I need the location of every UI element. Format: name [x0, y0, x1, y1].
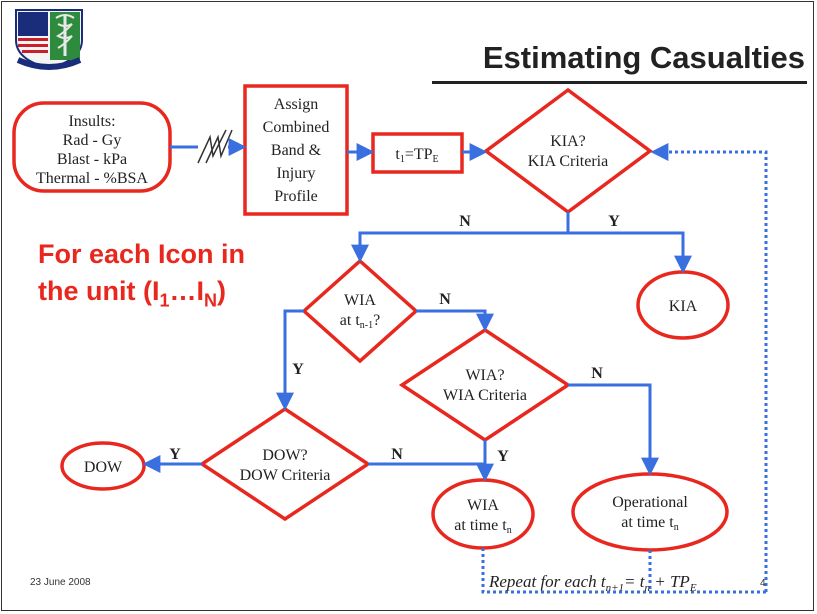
- wia-decision-line-2: WIA Criteria: [443, 387, 527, 404]
- dow-decision-line-1: DOW?: [262, 447, 307, 464]
- edge-wia-no: [568, 383, 659, 476]
- kia-decision-node: [483, 87, 653, 215]
- caption-line2-suffix: ): [217, 276, 227, 306]
- dow-label: DOW: [84, 459, 123, 476]
- assign-profile-node: [243, 84, 349, 216]
- repeat-note: Repeat for each tn+1= tn + TPE: [488, 572, 697, 594]
- repeat-loop-wia: [481, 548, 766, 594]
- assign-line-3: Band &: [271, 142, 322, 159]
- kia-decision-line-1: KIA?: [550, 133, 586, 150]
- logo: [15, 9, 83, 70]
- kia-decision-line-2: KIA Criteria: [528, 153, 608, 170]
- assign-line-5: Profile: [274, 188, 318, 205]
- wia-prev-line-2: at tn-1?: [340, 312, 380, 331]
- lightning-break-icon-2: [205, 129, 233, 164]
- caption-line-2: the unit (I1…IN): [38, 273, 308, 319]
- edge-wia-prev-yes: [276, 309, 304, 411]
- insults-line-2: Rad - Gy: [63, 132, 122, 149]
- wia-decision-line-1: WIA?: [465, 367, 504, 384]
- insults-line-4: Thermal - %BSA: [36, 170, 148, 187]
- edge-label-wia-prev-yes: Y: [292, 361, 304, 378]
- dow-decision-line-2: DOW Criteria: [240, 467, 331, 484]
- t1-label: t1=TPE: [395, 146, 438, 165]
- caption-line2-prefix: the unit (I: [38, 276, 160, 306]
- edge-wia-prev-no: [416, 309, 494, 332]
- edge-label-wia-no: N: [591, 365, 603, 382]
- slide-title: Estimating Casualties: [482, 40, 805, 75]
- edge-kia-yes: [568, 231, 692, 274]
- edge-label-kia-yes: Y: [608, 213, 620, 230]
- edge-label-dow-yes: Y: [169, 446, 181, 463]
- title-underline: [432, 81, 807, 84]
- insults-line-3: Blast - kPa: [57, 151, 127, 168]
- caption-line-1: For each Icon in: [38, 239, 246, 269]
- kia-label: KIA: [669, 298, 698, 315]
- t1-node: [371, 132, 464, 174]
- footer-date: 23 June 2008: [30, 577, 91, 588]
- repeat-loop-return: [650, 143, 768, 592]
- lightning-break-icon: [197, 129, 227, 164]
- icon-loop-caption: For each Icon in the unit (I1…IN): [38, 236, 308, 319]
- wia-prev-line-1: WIA: [344, 292, 376, 309]
- operational-line-2: at time tn: [621, 514, 678, 533]
- wia-prev-decision-node: [301, 258, 419, 364]
- operational-line-1: Operational: [612, 494, 688, 511]
- caption-line2-mid: …I: [169, 276, 205, 306]
- caption-sub-1: 1: [159, 290, 170, 311]
- wia-decision-node: [398, 327, 572, 443]
- insults-line-1: Insults:: [68, 113, 115, 130]
- edge-label-wia-yes: Y: [497, 448, 509, 465]
- edge-label-wia-prev-no: N: [439, 291, 451, 308]
- edge-label-kia-no: N: [459, 213, 471, 230]
- wia-time-line-1: WIA: [467, 497, 499, 514]
- edge-kia-no: [351, 231, 568, 263]
- wia-time-node: [431, 478, 535, 550]
- assign-line-1: Assign: [274, 96, 318, 113]
- wia-time-line-2: at time tn: [454, 517, 511, 536]
- caption-sub-n: N: [204, 290, 218, 311]
- operational-node: [571, 472, 729, 552]
- edge-label-dow-no: N: [391, 446, 403, 463]
- assign-line-4: Injury: [276, 165, 315, 182]
- page-number: 4: [760, 578, 766, 589]
- dow-decision-node: [198, 406, 372, 522]
- assign-line-2: Combined: [263, 119, 330, 136]
- caduceus-shield-icon: [15, 9, 83, 70]
